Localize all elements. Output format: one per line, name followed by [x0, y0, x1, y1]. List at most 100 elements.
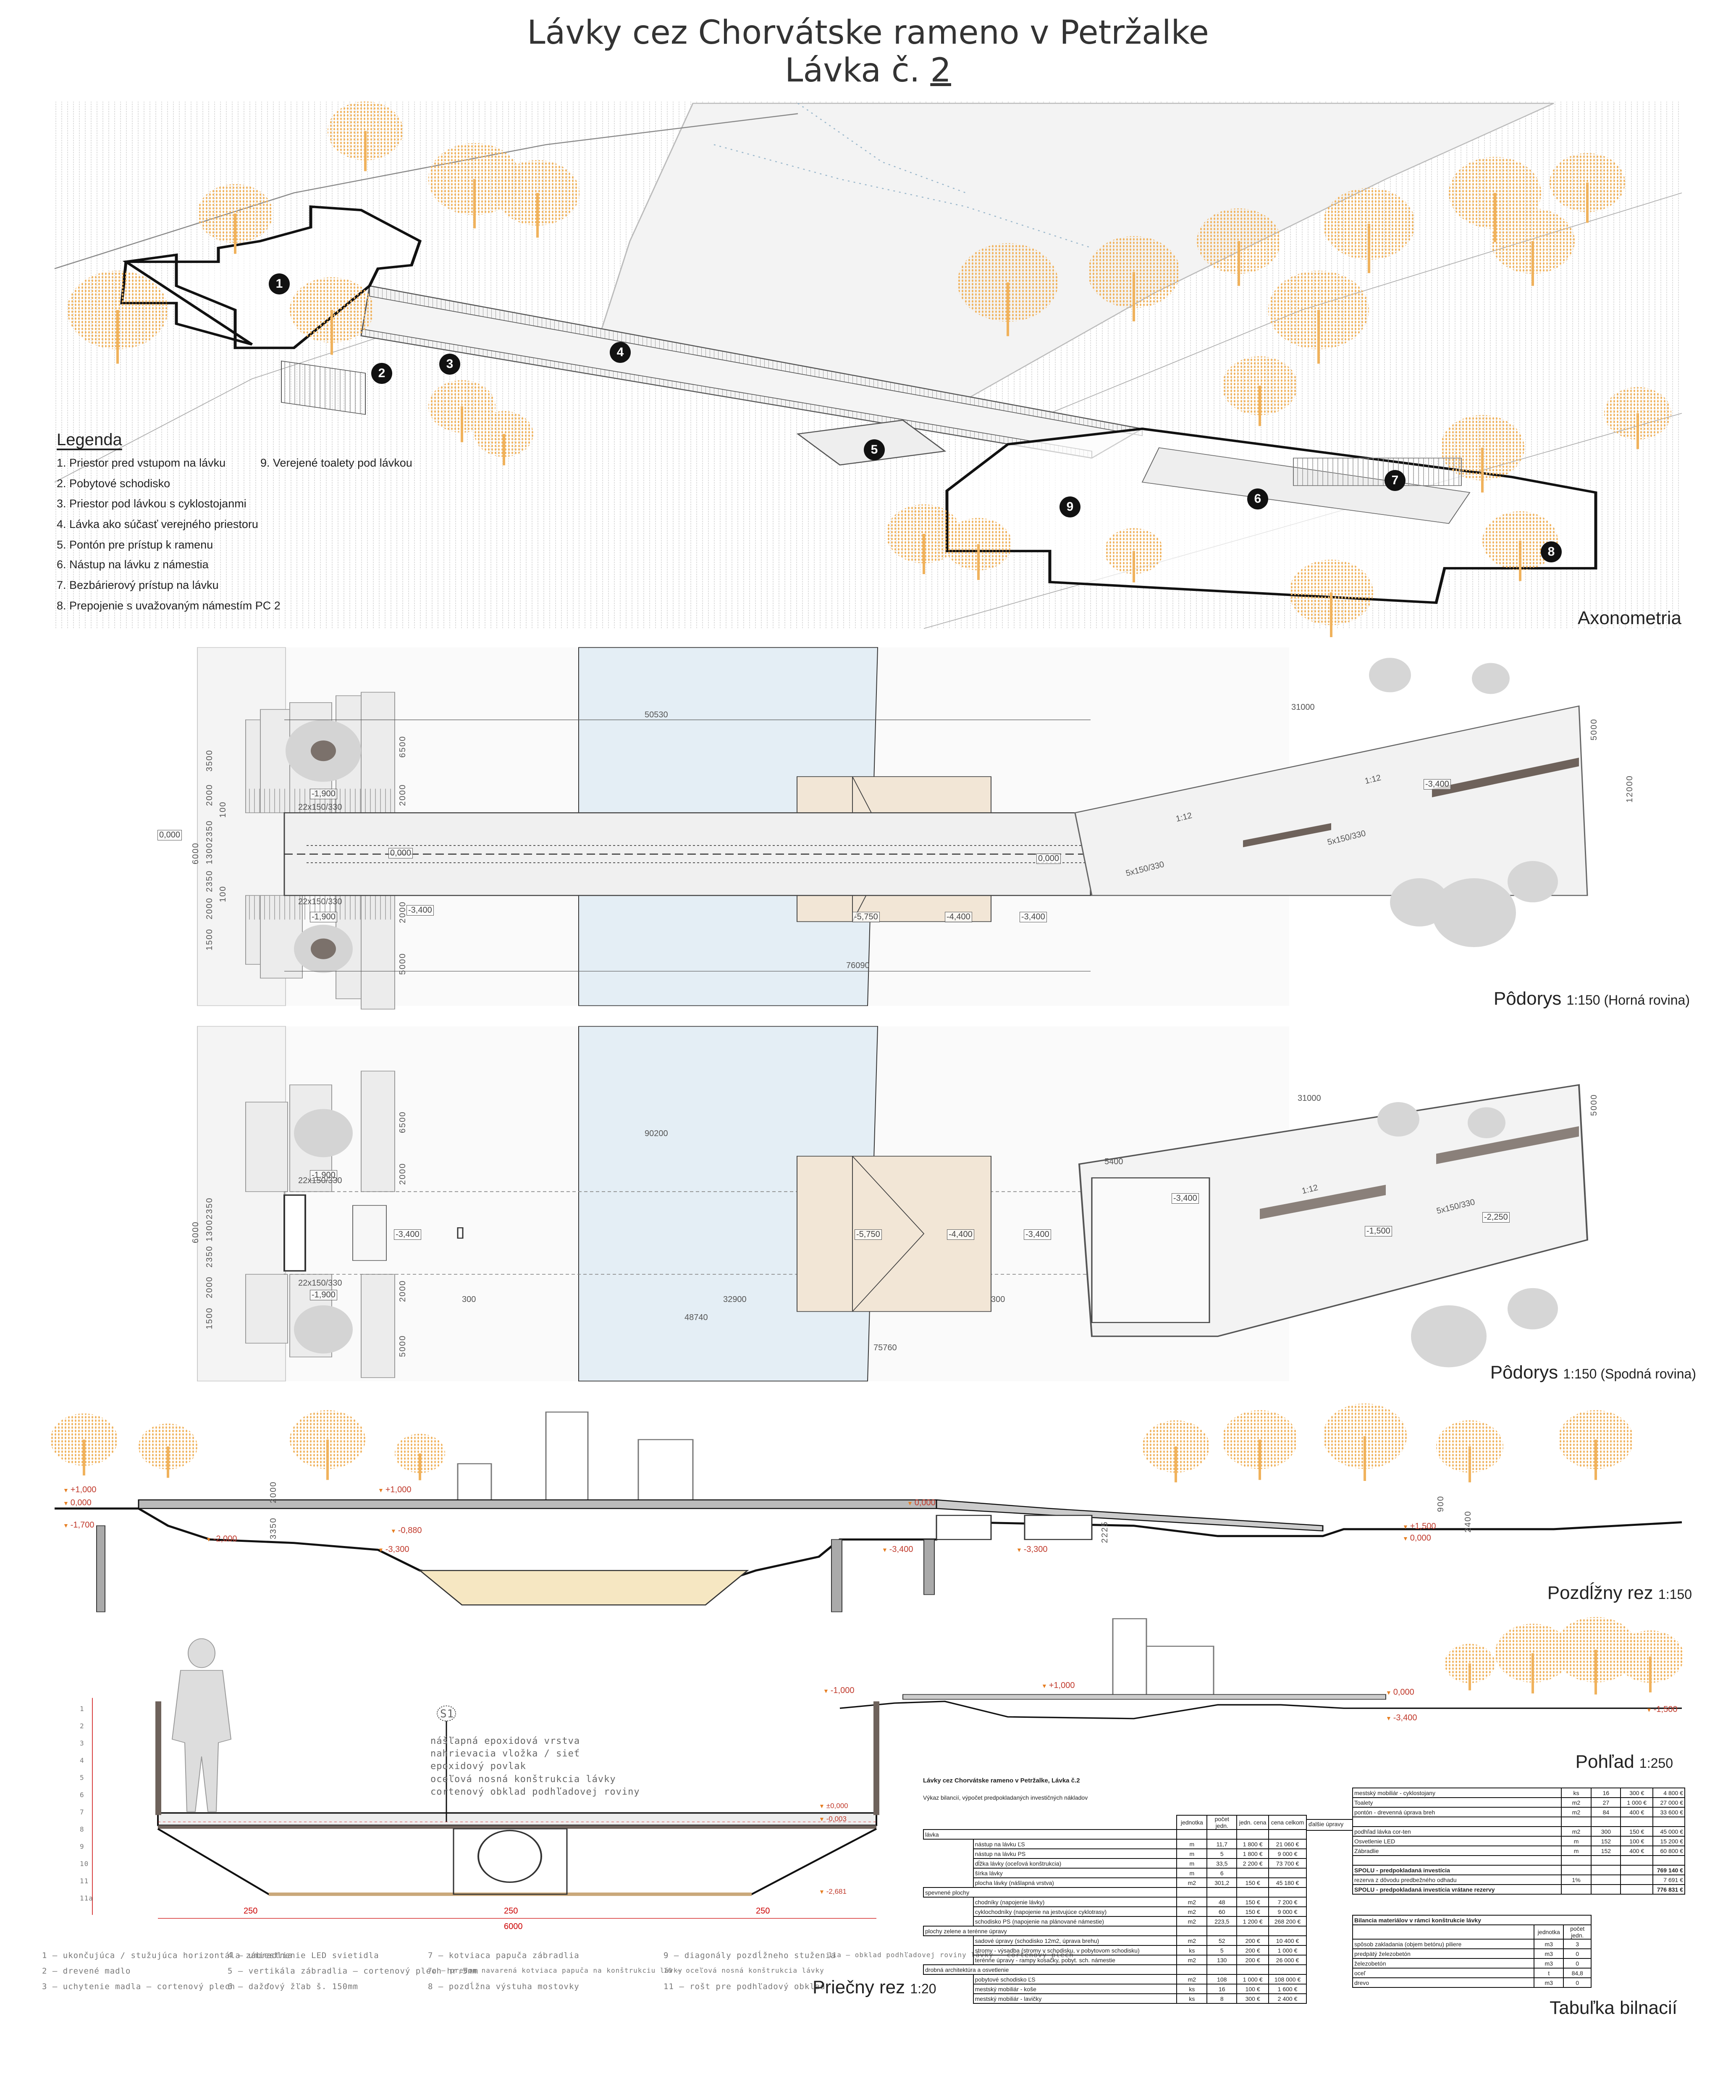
- marker-7: 7: [1385, 470, 1406, 491]
- sheet-title: Lávky cez Chorvátske rameno v Petržalke: [527, 14, 1209, 52]
- cs-legend-item: 7a – predom navarená kotviaca papuča na …: [428, 1966, 683, 1974]
- dimension: 76090: [846, 961, 870, 970]
- dimension: 31000: [1291, 703, 1315, 712]
- legend-item: 2. Pobytové schodisko: [57, 477, 170, 490]
- legend-item: 5. Pontón pre prístup k ramenu: [57, 538, 213, 551]
- table-cell: 200 €: [1236, 1955, 1269, 1965]
- table-cell: 300: [1591, 1826, 1621, 1837]
- table-row: spevnené plochy: [923, 1887, 1307, 1898]
- level-mark: -3,400: [394, 1229, 421, 1240]
- table-cell: 300 €: [1620, 1788, 1654, 1798]
- table-cell: m2: [1176, 1897, 1208, 1907]
- table-cell: [1236, 1964, 1269, 1975]
- table-cell: 152: [1591, 1836, 1621, 1846]
- table-cell: nástup na lávku ĽS: [973, 1839, 1177, 1849]
- table-cell: [1268, 1964, 1307, 1975]
- dimension: 32900: [723, 1295, 747, 1304]
- table-cell: [1176, 1829, 1208, 1840]
- level-mark: -3,400: [1020, 912, 1047, 922]
- layer-label: cortenový obklad podhľadovej roviny: [430, 1787, 640, 1797]
- table-cell: lávka: [923, 1829, 1177, 1840]
- dimension: 2225: [1100, 1521, 1109, 1544]
- cs-legend-item: 4 – umiestnenie LED svietidla: [228, 1951, 379, 1960]
- table-row: cyklochodníky (napojenie na jestvujúce c…: [923, 1906, 1307, 1917]
- table-cell: m: [1176, 1868, 1208, 1878]
- truss: [157, 1828, 877, 1895]
- railing-left: [155, 1701, 161, 1815]
- detail-number: 10: [80, 1860, 89, 1868]
- view-scale: 1:250: [1639, 1756, 1673, 1771]
- table-cell: m2: [1176, 1974, 1208, 1984]
- table-cell: [1560, 1816, 1592, 1827]
- table-cell: [923, 1897, 973, 1907]
- table-cell: m: [1560, 1845, 1592, 1856]
- table-cell: [1620, 1874, 1654, 1885]
- table-cell: 3: [1563, 1939, 1592, 1949]
- dimension: 250: [504, 1906, 518, 1916]
- stair-label: 22x150/330: [298, 803, 342, 812]
- table-cell: [1176, 1926, 1208, 1936]
- table-cell: m3: [1534, 1948, 1564, 1959]
- table-cell: spôsob zakladania (objem betónu) piliere: [1352, 1939, 1535, 1949]
- legend-item: 9. Verejené toalety pod lávkou: [260, 457, 412, 469]
- table-cell: [1268, 1926, 1307, 1936]
- table-cell: 150 €: [1236, 1877, 1269, 1888]
- table-cell: 400 €: [1620, 1807, 1654, 1817]
- cs-legend-item: 11 – rošt pre podhľadový obklad: [663, 1982, 826, 1991]
- dimension: 3500: [205, 749, 214, 772]
- level-mark: -1,700: [63, 1520, 94, 1530]
- table-cell: 150 €: [1620, 1826, 1654, 1837]
- table-cell: [1620, 1855, 1654, 1866]
- table-cell: ks: [1176, 1993, 1208, 2004]
- dimension: 31000: [1298, 1094, 1321, 1103]
- dimension: 1500: [205, 928, 214, 951]
- level-mark: -3,300: [1016, 1545, 1048, 1554]
- detail-number: 6: [80, 1791, 84, 1799]
- stair-label: 22x150/330: [298, 1176, 342, 1185]
- table-cell: SPOLU - predpokladaná investícia vrátane…: [1352, 1884, 1562, 1895]
- table-cell: [923, 1936, 973, 1945]
- dimension: 250: [244, 1906, 258, 1916]
- dimension: 90200: [645, 1129, 668, 1138]
- table-row: spôsob zakladania (objem betónu) piliere…: [1352, 1939, 1592, 1949]
- level-mark: -1,900: [310, 912, 337, 922]
- table-cell: m: [1176, 1858, 1208, 1869]
- table-row: plochy zelene a terénne úpravy: [923, 1926, 1307, 1936]
- dimension: 5000: [398, 1335, 407, 1357]
- tree: [1088, 236, 1180, 308]
- table-row: schodisko PS (napojenie na plánované nám…: [923, 1916, 1307, 1927]
- table-cell: 9 000 €: [1268, 1906, 1307, 1917]
- dimension: 900: [1436, 1495, 1445, 1512]
- table-cell: 60: [1206, 1906, 1238, 1917]
- table-cell: 16: [1591, 1788, 1621, 1798]
- marker-1: 1: [269, 273, 290, 294]
- legend-item: 4. Lávka ako súčasť verejného priestoru: [57, 518, 258, 530]
- table-row: terénne úpravy - rampy kosačky, pobyt. s…: [923, 1955, 1307, 1965]
- table-cell: m: [1560, 1836, 1592, 1846]
- table-cell: drobná architektúra a osvetlenie: [923, 1964, 1177, 1975]
- level-mark: -1,500: [1646, 1705, 1678, 1714]
- table-cell: 268 200 €: [1268, 1916, 1307, 1927]
- level-mark: -3,400: [1024, 1229, 1051, 1240]
- table-cell: [923, 1815, 1177, 1830]
- table-cell: [1652, 1816, 1685, 1827]
- level-mark: -3,400: [882, 1545, 913, 1554]
- table-cell: [923, 1984, 973, 1994]
- table-cell: 130: [1206, 1955, 1238, 1965]
- table-cell: 300 €: [1236, 1993, 1269, 2004]
- table-cell: [923, 1974, 973, 1984]
- longitudinal-section-drawing: [50, 1403, 1682, 1612]
- dimension: 2000: [205, 1276, 214, 1299]
- table-cell: [1620, 1816, 1654, 1827]
- table-cell: 9 000 €: [1268, 1848, 1307, 1859]
- table-cell: mestský mobiliár - cyklostojany: [1352, 1788, 1562, 1798]
